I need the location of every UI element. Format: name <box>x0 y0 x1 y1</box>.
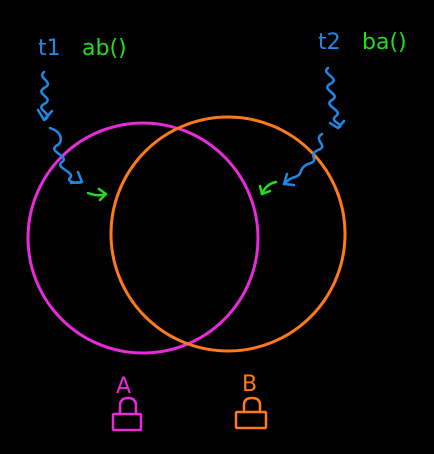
lock-b-circle <box>109 115 347 353</box>
thread-label-t1: t1 <box>38 36 61 61</box>
padlock-icon <box>111 396 143 432</box>
method-label-ab: ab() <box>82 36 127 61</box>
method-label-ba: ba() <box>362 30 407 55</box>
curved-arrow-icon <box>86 187 108 202</box>
lock-label-a: A <box>116 374 131 399</box>
squiggly-arrow-icon <box>36 70 84 185</box>
lock-a-circle <box>26 121 260 355</box>
thread-label-t2: t2 <box>318 30 341 55</box>
squiggly-arrow-icon <box>282 66 346 187</box>
padlock-icon <box>234 396 268 430</box>
lock-label-b: B <box>242 372 257 397</box>
curved-arrow-icon <box>258 180 278 196</box>
